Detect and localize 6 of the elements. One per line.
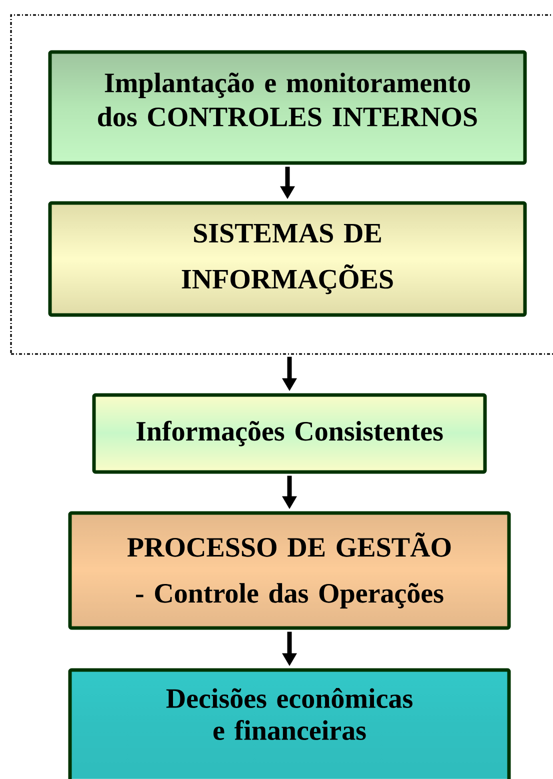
process-box: PROCESSO DE GESTÃO - Controle das Operações: [68, 511, 511, 630]
dashed-group-frame: [10, 14, 553, 355]
process-box: Decisões econômicas e financeiras: [68, 668, 511, 779]
process-box: Implantação e monitoramento dos CONTROLES INTERNOS: [48, 50, 527, 165]
process-box: SISTEMAS DE INFORMAÇÕES: [48, 201, 527, 317]
process-box: Informações Consistentes: [92, 393, 487, 474]
